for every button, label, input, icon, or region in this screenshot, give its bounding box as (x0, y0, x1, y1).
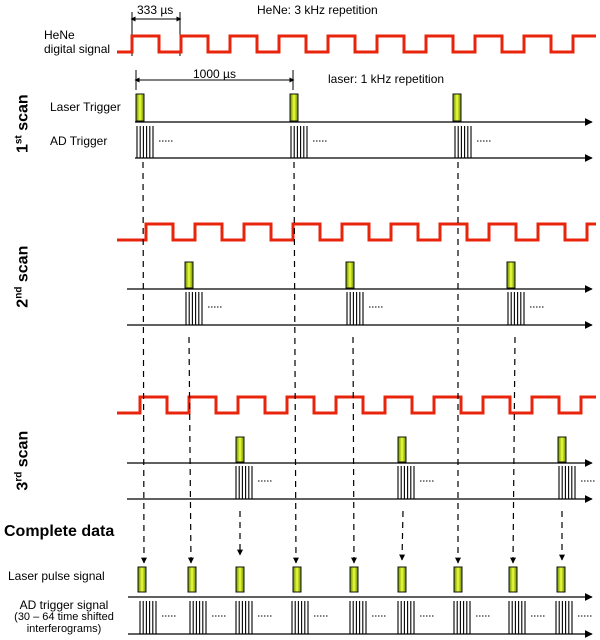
scan-1-number: 1 (14, 144, 32, 154)
laser-pulse-scan-2-2 (506, 261, 516, 289)
laser-pulse-complete-1 (187, 566, 197, 593)
ad-trigger-bursts (136, 126, 595, 634)
ad-trigger-signal-label: AD trigger signal (30 – 64 time shifted … (0, 599, 128, 635)
drop-line-1 (292, 161, 299, 564)
laser-trigger-label: Laser Trigger (50, 100, 121, 114)
laser-pulse-complete-0 (137, 566, 147, 593)
ad-burst-complete-7 (508, 601, 545, 634)
scan-3-suffix: rd (13, 471, 25, 482)
laser-pulses (135, 93, 567, 593)
laser-pulse-complete-6 (453, 566, 463, 593)
complete-data-heading: Complete data (4, 523, 115, 540)
dimension-333 (130, 12, 182, 56)
hene-wave-scan-3 (117, 395, 596, 415)
hene-wave-scan-1 (117, 34, 596, 54)
ad-burst-complete-3 (291, 601, 328, 634)
laser-pulse-scan-1-1 (289, 93, 299, 122)
ad-burst-scan-1-1 (290, 126, 327, 158)
ad-trigger-signal-line2: (30 – 64 time shifted (14, 611, 114, 623)
laser-pulse-complete-5 (397, 566, 407, 593)
ad-burst-complete-0 (139, 601, 176, 634)
laser-pulse-scan-1-2 (452, 93, 462, 122)
hene-wave-scan-2 (117, 222, 596, 242)
scan-3-word: scan (14, 430, 32, 472)
hene-waveforms (117, 34, 596, 415)
laser-pulse-complete-8 (556, 566, 566, 593)
laser-pulse-scan-3-2 (557, 436, 567, 463)
ad-burst-scan-1-2 (454, 126, 491, 158)
scan-2-suffix: nd (13, 286, 25, 299)
ad-trigger-signal-line1: AD trigger signal (19, 598, 109, 612)
hene-signal-label-line2: digital signal (44, 42, 111, 56)
ad-burst-complete-4 (349, 601, 386, 634)
laser-pulse-scan-3-0 (235, 436, 245, 463)
ad-burst-complete-8 (555, 601, 592, 634)
laser-repetition-label: laser: 1 kHz repetition (328, 72, 445, 86)
hene-signal-label: HeNe digital signal (44, 28, 110, 56)
laser-pulse-complete-7 (508, 566, 518, 593)
scan-3-number: 3 (14, 481, 32, 491)
ad-trigger-signal-line3: interferograms) (26, 623, 102, 635)
laser-pulse-complete-2 (235, 566, 245, 593)
ad-burst-scan-3-1 (397, 466, 434, 499)
hene-repetition-label: HeNe: 3 kHz repetition (257, 3, 378, 17)
ad-trigger-label: AD Trigger (50, 134, 108, 148)
ad-burst-scan-2-1 (346, 292, 383, 325)
ad-burst-complete-5 (397, 601, 434, 634)
drop-line-7 (399, 510, 406, 561)
laser-pulse-scan-2-0 (184, 261, 194, 289)
ad-burst-scan-1-0 (136, 126, 173, 158)
period-1000-label: 1000 µs (193, 67, 236, 81)
ad-burst-complete-6 (453, 601, 490, 634)
scan-label-1: 1st scan (13, 92, 32, 156)
ad-burst-scan-2-2 (507, 292, 544, 325)
laser-pulse-signal-label: Laser pulse signal (8, 569, 105, 583)
drop-line-5 (510, 336, 517, 564)
period-333-label: 333 µs (137, 3, 174, 17)
ad-burst-complete-1 (189, 601, 226, 634)
scan-2-word: scan (14, 245, 32, 287)
laser-pulse-scan-1-0 (135, 93, 145, 122)
drop-line-4 (350, 336, 357, 564)
ad-burst-scan-3-0 (235, 466, 272, 499)
dimension-1000 (134, 70, 295, 90)
drop-line-3 (187, 336, 194, 564)
scan-label-2: 2nd scan (13, 245, 32, 309)
timing-axes (127, 118, 593, 638)
ad-burst-complete-2 (235, 601, 272, 634)
scan-1-word: scan (14, 94, 32, 136)
scan-2-number: 2 (14, 298, 32, 308)
laser-pulse-scan-2-1 (345, 261, 355, 289)
laser-pulse-complete-4 (349, 566, 359, 593)
scan-1-suffix: st (13, 135, 25, 145)
laser-pulse-scan-3-1 (397, 436, 407, 463)
dashed-drop-lines (140, 161, 565, 564)
laser-pulse-complete-3 (292, 566, 302, 593)
drop-line-0 (140, 161, 147, 564)
scan-label-3: 3rd scan (13, 429, 32, 493)
hene-signal-label-line1: HeNe (44, 28, 75, 42)
ad-burst-scan-3-2 (558, 466, 595, 499)
ad-burst-scan-2-0 (185, 292, 222, 325)
